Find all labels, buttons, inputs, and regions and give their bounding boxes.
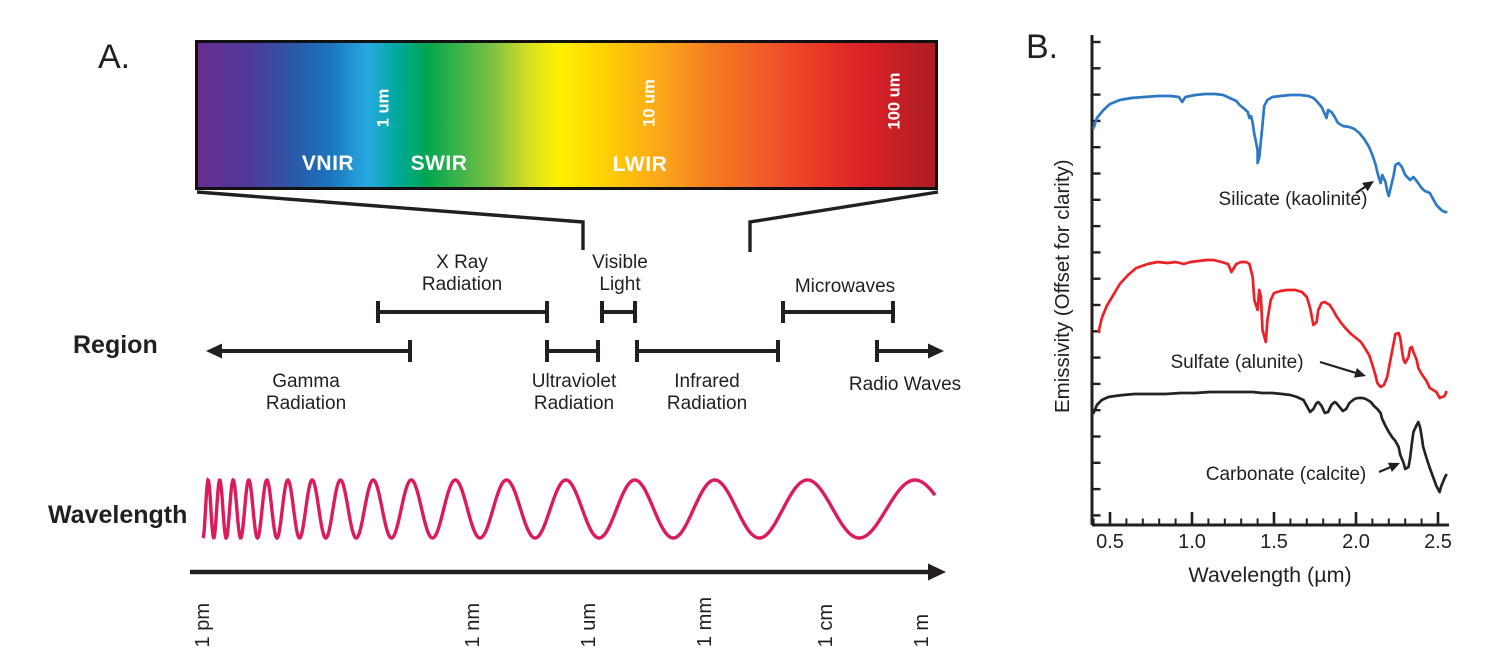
x-tick-label-2.0: 2.0: [1342, 531, 1370, 553]
spectrum-mark-1um: 1 um: [374, 88, 393, 128]
region-row-title: Region: [73, 331, 158, 359]
region-label-ultraviolet-radiation: Ultraviolet Radiation: [531, 371, 617, 414]
axis-tick-1-nm: 1 nm: [462, 602, 484, 647]
annotation-arrow-sulfate-head: [1354, 368, 1366, 378]
region-label-gamma-radiation: Gamma Radiation: [265, 371, 347, 414]
wavelength-axis-head: [928, 563, 946, 581]
curve-sulfate: [1097, 258, 1448, 400]
panel-a-label: A.: [98, 38, 131, 76]
x-tick-label-0.5: 0.5: [1096, 531, 1124, 553]
wavelength-row-title: Wavelength: [48, 501, 188, 529]
series-label-carbonate: Carbonate (calcite): [1205, 464, 1367, 485]
axis-tick-1-pm: 1 pm: [192, 602, 214, 647]
annotation-arrow-carbonate-head: [1387, 462, 1400, 472]
arrow-gamma-radiation-head: [206, 343, 222, 359]
axis-tick-1-um: 1 um: [578, 602, 600, 647]
arrow-radio-waves-head: [928, 343, 944, 359]
funnel-line-left: [196, 190, 585, 250]
band-label-swir: SWIR: [410, 152, 468, 175]
spectrum-bar: VNIR SWIR LWIR 1 um 10 um 100 um: [195, 40, 938, 190]
curve-carbonate: [1092, 390, 1448, 494]
annotation-arrow-silicate-head: [1362, 181, 1374, 192]
series-label-silicate: Silicate (kaolinite): [1218, 189, 1368, 210]
band-label-vnir: VNIR: [301, 152, 355, 175]
x-tick-label-1.0: 1.0: [1178, 531, 1206, 553]
x-tick-label-2.5: 2.5: [1424, 531, 1452, 553]
region-label-x-ray-radiation: X Ray Radiation: [421, 252, 503, 295]
region-label-infrared-radiation: Infrared Radiation: [666, 371, 748, 414]
x-tick-label-1.5: 1.5: [1260, 531, 1288, 553]
curve-silicate: [1092, 92, 1448, 214]
y-axis-label: Emissivity (Offset for clarity): [1051, 159, 1074, 413]
band-label-lwir: LWIR: [612, 153, 668, 176]
annotation-arrow-silicate-shaft: [1355, 186, 1366, 194]
annotation-arrow-sulfate-shaft: [1319, 360, 1356, 374]
axis-tick-1-mm: 1 mm: [694, 597, 716, 647]
region-label-radio-waves: Radio Waves: [848, 374, 962, 395]
spectrum-mark-10um: 10 um: [640, 79, 659, 127]
funnel-line-right: [748, 190, 939, 252]
spectrum-mark-100um: 100 um: [885, 72, 904, 130]
x-axis-label: Wavelength (µm): [1188, 563, 1352, 587]
region-label-microwaves: Microwaves: [794, 276, 896, 297]
wavelength-wave: [201, 477, 937, 541]
axis-tick-1-m: 1 m: [911, 613, 933, 647]
axis-tick-1-cm: 1 cm: [815, 603, 837, 647]
annotation-arrow-carbonate-shaft: [1378, 466, 1391, 474]
panel-b-label: B.: [1026, 28, 1059, 66]
series-label-sulfate: Sulfate (alunite): [1170, 352, 1304, 373]
region-label-visible-light: Visible Light: [592, 252, 648, 295]
